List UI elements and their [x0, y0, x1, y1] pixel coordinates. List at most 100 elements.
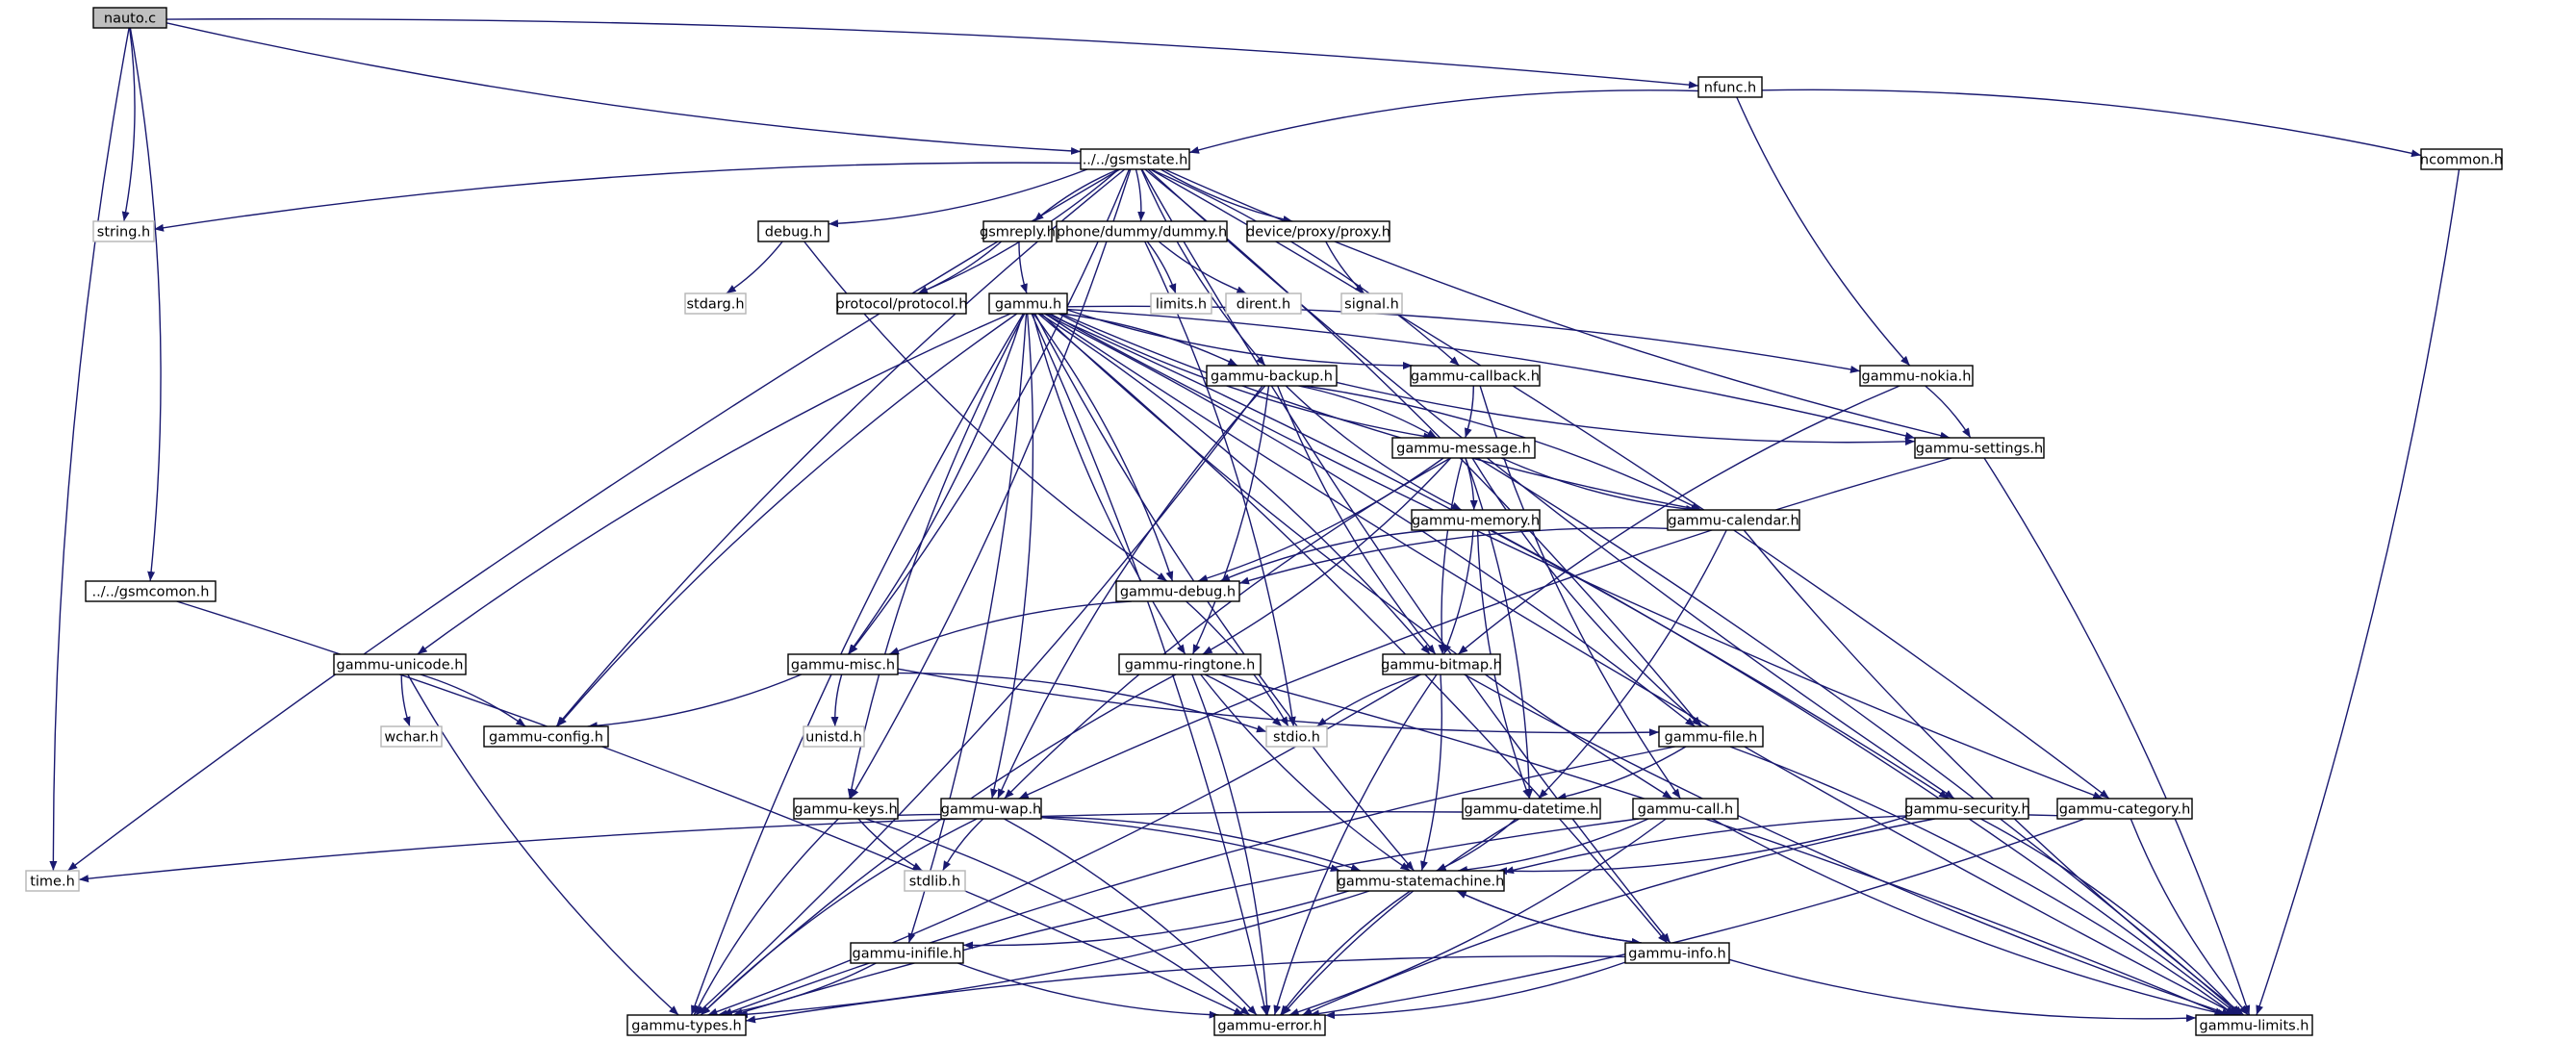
edge-info-to-error	[1324, 961, 1626, 1020]
node-security[interactable]: gammu-security.h	[1904, 798, 2030, 820]
node-callback[interactable]: gammu-callback.h	[1410, 365, 1541, 387]
node-label-security: gammu-security.h	[1904, 802, 2029, 818]
node-nfunc[interactable]: nfunc.h	[1697, 76, 1763, 98]
edge-category-to-glimits	[2130, 818, 2249, 1016]
edge-gammu-to-settings	[1066, 308, 1916, 440]
edge-backup-to-message	[1298, 385, 1438, 439]
node-box-dirent	[1225, 292, 1302, 315]
node-backup[interactable]: gammu-backup.h	[1206, 365, 1338, 387]
edge-misc-to-stdioh	[897, 672, 1267, 733]
edge-nauto-to-stringh	[121, 27, 136, 222]
node-proxy[interactable]: device/proxy/proxy.h	[1246, 220, 1390, 242]
edge-settings-to-wap	[1018, 457, 1952, 800]
node-box-gsmstate	[1080, 148, 1190, 170]
node-label-limitsh: limits.h	[1156, 297, 1207, 313]
node-box-config	[483, 725, 609, 748]
edge-datetime-to-statemachine	[1436, 818, 1517, 872]
node-keys[interactable]: gammu-keys.h	[793, 798, 899, 820]
edge-statemachine-to-error	[1279, 890, 1411, 1016]
edge-message-to-wap	[1004, 457, 1451, 800]
node-box-callback	[1410, 365, 1541, 387]
edge-gammu-to-callback	[1066, 309, 1414, 369]
node-gsmcomon[interactable]: ../../gsmcomon.h	[85, 580, 217, 602]
node-dummy[interactable]: phone/dummy/dummy.h	[1056, 220, 1228, 242]
header-nodes: nauto.c nfunc.h ../../gsmstate.h ncommon.h s…	[25, 7, 2503, 1036]
edge-gammu-to-file	[1043, 313, 1696, 727]
node-protocol[interactable]: protocol/protocol.h	[836, 292, 968, 315]
node-bitmap[interactable]: gammu-bitmap.h	[1381, 653, 1502, 675]
node-wap[interactable]: gammu-wap.h	[940, 798, 1042, 820]
node-label-wap: gammu-wap.h	[941, 802, 1042, 818]
node-glimits[interactable]: gammu-limits.h	[2195, 1014, 2313, 1036]
edge-gammu-to-gdebug	[1033, 313, 1174, 582]
node-box-misc	[787, 653, 899, 675]
edge-bitmap-to-stdioh	[1316, 673, 1422, 727]
node-box-gammu	[988, 292, 1068, 315]
node-label-category: gammu-category.h	[2059, 802, 2191, 818]
edge-message-to-calendar	[1501, 457, 1696, 513]
node-config[interactable]: gammu-config.h	[483, 725, 609, 748]
node-box-error	[1213, 1014, 1326, 1036]
edge-nfunc-to-nokia	[1736, 96, 1911, 367]
node-call[interactable]: gammu-call.h	[1632, 798, 1739, 820]
edge-calendar-to-glimits	[1743, 529, 2245, 1016]
node-box-stdarg	[684, 292, 747, 315]
edge-keys-to-stdlib	[857, 818, 923, 872]
node-unicode[interactable]: gammu-unicode.h	[333, 653, 467, 675]
node-types[interactable]: gammu-types.h	[626, 1014, 747, 1036]
node-box-timeh	[25, 870, 80, 892]
edge-memory-to-gdebug	[1219, 529, 1434, 582]
node-gsmreply[interactable]: gsmreply.h	[980, 220, 1056, 242]
edge-message-to-file	[1471, 457, 1703, 727]
node-statemachine[interactable]: gammu-statemachine.h	[1337, 870, 1505, 892]
edge-backup-to-bitmap	[1277, 385, 1437, 655]
edge-wap-to-types	[700, 818, 978, 1016]
node-settings[interactable]: gammu-settings.h	[1914, 437, 2045, 459]
node-debugh[interactable]: debug.h	[757, 220, 829, 242]
edge-dummy-to-limitsh	[1146, 241, 1177, 294]
node-ncommon[interactable]: ncommon.h	[2420, 148, 2503, 170]
edge-bitmap-to-glimits	[1464, 673, 2232, 1016]
node-file[interactable]: gammu-file.h	[1658, 725, 1764, 748]
node-datetime[interactable]: gammu-datetime.h	[1462, 798, 1601, 820]
edge-call-to-error	[1288, 818, 1667, 1016]
edge-keys-to-error	[865, 818, 1251, 1016]
edge-ringtone-to-stdioh	[1204, 673, 1283, 727]
node-label-inifile: gammu-inifile.h	[853, 947, 962, 962]
node-ringtone[interactable]: gammu-ringtone.h	[1118, 653, 1262, 675]
node-timeh: time.h	[25, 870, 80, 892]
node-nauto[interactable]: nauto.c	[92, 7, 167, 29]
node-box-call	[1632, 798, 1739, 820]
node-nokia[interactable]: gammu-nokia.h	[1859, 365, 1974, 387]
node-error[interactable]: gammu-error.h	[1213, 1014, 1326, 1036]
edge-message-to-memory	[1465, 457, 1478, 511]
edge-backup-to-settings	[1336, 381, 1916, 445]
node-box-backup	[1206, 365, 1338, 387]
node-calendar[interactable]: gammu-calendar.h	[1667, 509, 1800, 531]
node-memory[interactable]: gammu-memory.h	[1411, 509, 1541, 531]
node-box-wap	[940, 798, 1042, 820]
node-gsmstate[interactable]: ../../gsmstate.h	[1080, 148, 1190, 170]
node-label-ringtone: gammu-ringtone.h	[1125, 658, 1256, 673]
edge-statemachine-to-inifile	[962, 890, 1349, 950]
node-message[interactable]: gammu-message.h	[1391, 437, 1536, 459]
edge-message-to-bitmap	[1438, 457, 1464, 655]
node-box-nfunc	[1697, 76, 1763, 98]
edge-calendar-to-datetime	[1538, 529, 1727, 800]
node-gammu[interactable]: gammu.h	[988, 292, 1068, 315]
node-box-debugh	[757, 220, 829, 242]
edge-gsmstate-to-debugh	[828, 168, 1088, 228]
node-info[interactable]: gammu-info.h	[1624, 942, 1730, 964]
edge-ncommon-to-glimits	[2256, 168, 2461, 1016]
node-gdebug[interactable]: gammu-debug.h	[1115, 580, 1240, 602]
node-label-nauto: nauto.c	[104, 12, 156, 27]
edge-file-to-glimits	[1729, 746, 2236, 1016]
edge-debugh-to-gdebug	[803, 241, 1168, 582]
node-misc[interactable]: gammu-misc.h	[787, 653, 899, 675]
node-inifile[interactable]: gammu-inifile.h	[850, 942, 964, 964]
edge-gammu-to-call	[1040, 313, 1673, 800]
node-box-nauto	[92, 7, 167, 29]
node-category[interactable]: gammu-category.h	[2056, 798, 2193, 820]
node-label-dirent: dirent.h	[1237, 297, 1290, 313]
node-label-stdioh: stdio.h	[1273, 730, 1320, 746]
